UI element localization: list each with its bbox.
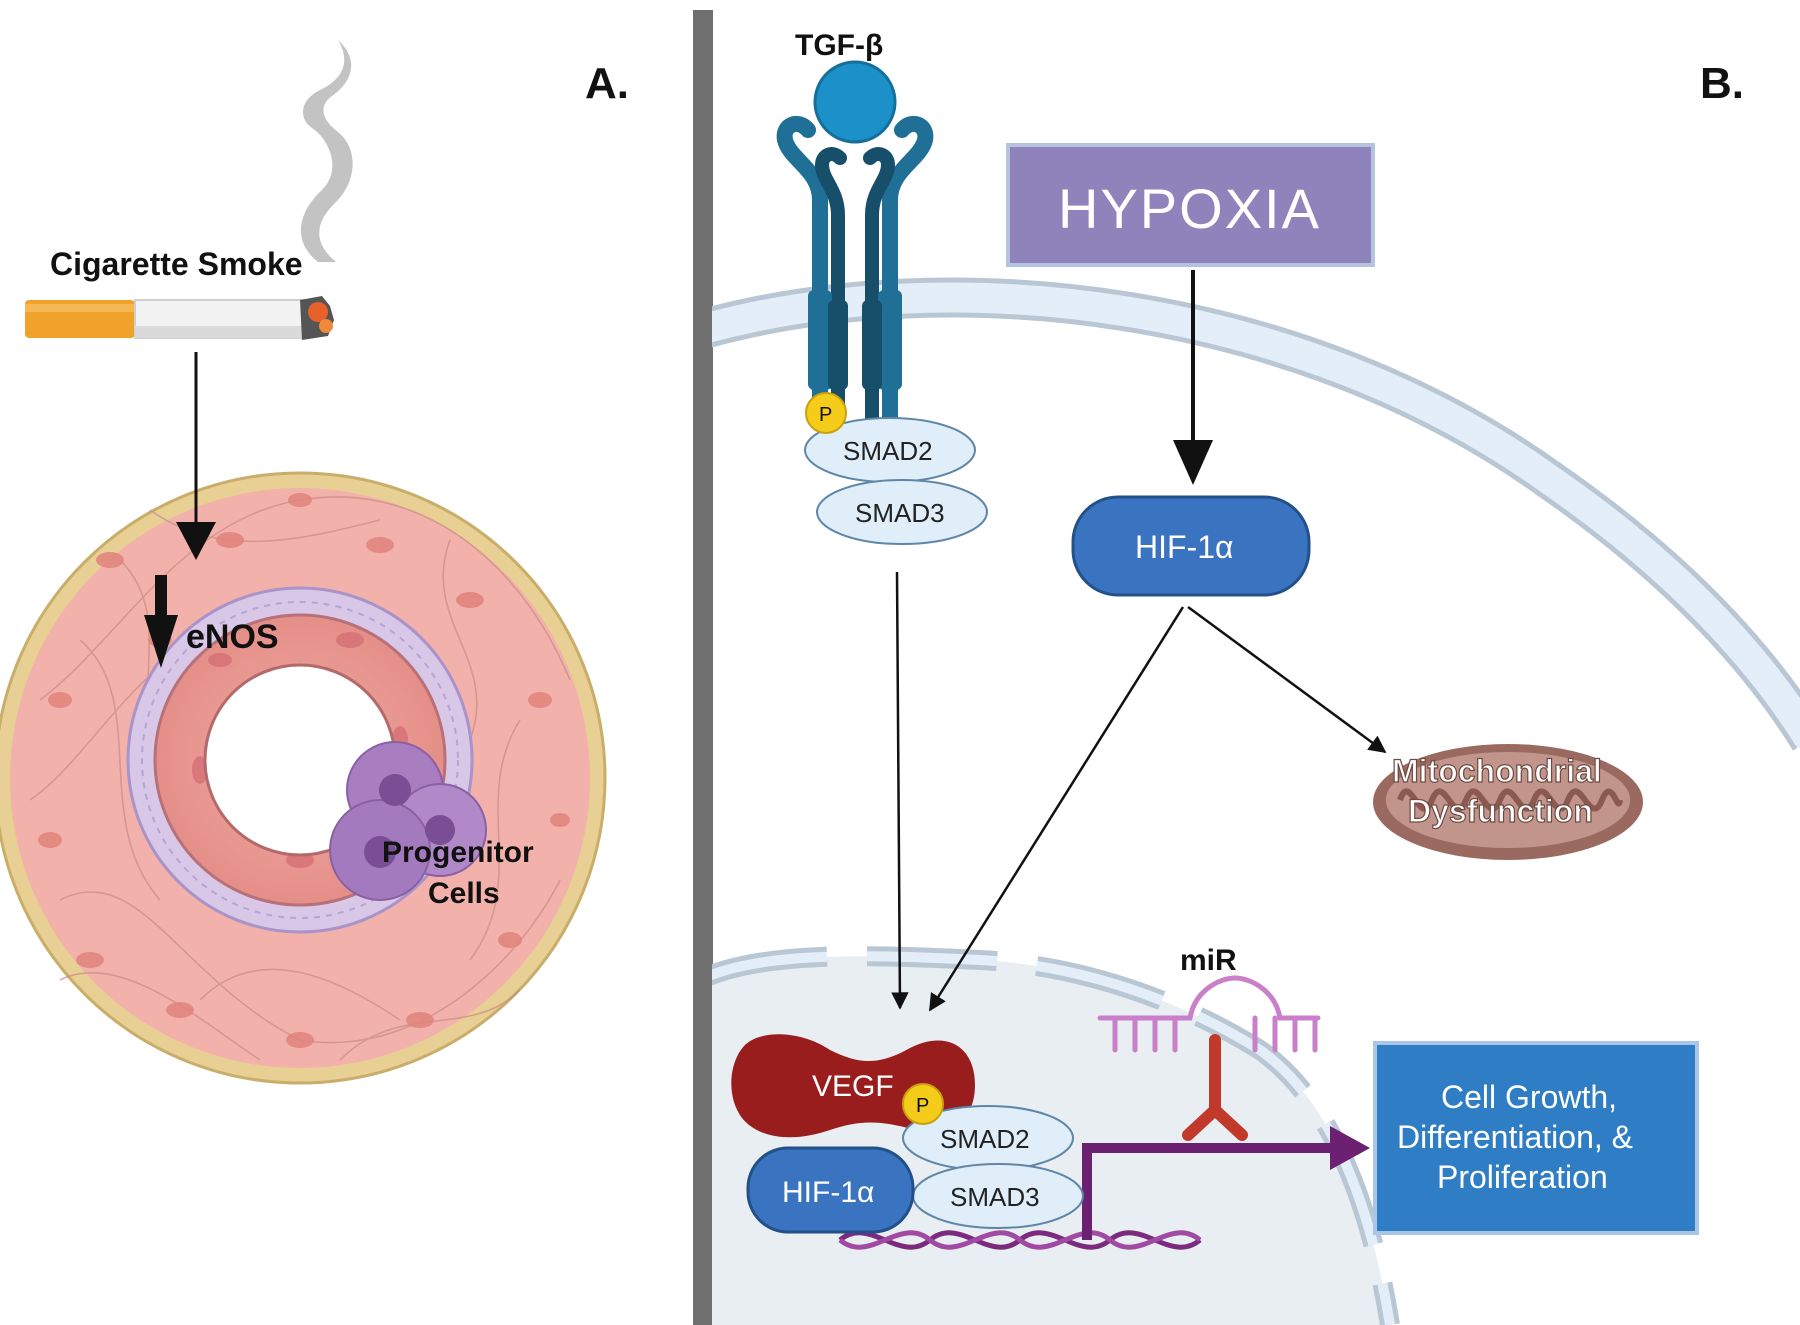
smoke-to-vessel-arrowhead bbox=[176, 522, 216, 560]
blood-vessel-icon bbox=[0, 471, 607, 1085]
progenitor-label-2: Cells bbox=[428, 877, 500, 910]
hif-to-mito-arrow bbox=[1187, 605, 1387, 754]
outcome-label-3: Proliferation bbox=[1437, 1159, 1608, 1195]
hif1a-cytoplasm bbox=[1071, 495, 1311, 597]
enos-down-arrow-head bbox=[144, 615, 178, 668]
outcome-box bbox=[1373, 1041, 1699, 1235]
hif1a-nuclear bbox=[746, 1146, 915, 1234]
panel-a-label: A. bbox=[585, 59, 629, 108]
inhibition-icon bbox=[1182, 1034, 1248, 1141]
smad2-membrane-label: SMAD2 bbox=[843, 436, 933, 466]
smad3-membrane bbox=[816, 479, 988, 545]
smad3-membrane-label: SMAD3 bbox=[855, 498, 945, 528]
phospho-badge-nuclear bbox=[902, 1083, 944, 1125]
vegf-label: VEGF bbox=[812, 1070, 894, 1103]
tgf-beta-receptor-icon bbox=[776, 60, 934, 428]
mirna-icon bbox=[1097, 975, 1321, 1053]
panel-b-label: B. bbox=[1700, 59, 1744, 108]
mito-label-1: Mitochondrial bbox=[1392, 753, 1602, 789]
tgf-beta-label: TGF-β bbox=[795, 29, 883, 62]
mir-label: miR bbox=[1180, 944, 1237, 977]
smad2-nuclear-label: SMAD2 bbox=[940, 1124, 1030, 1154]
promoter-arrowhead bbox=[1330, 1126, 1370, 1170]
phospho-label-membrane: P bbox=[819, 404, 832, 426]
progenitor-label-1: Progenitor bbox=[382, 836, 534, 869]
smoke-icon bbox=[300, 40, 353, 262]
cigarette-icon bbox=[25, 296, 334, 340]
enos-label: eNOS bbox=[186, 618, 279, 656]
enos-down-arrow-shaft bbox=[155, 575, 167, 620]
outcome-label-2: Differentiation, & bbox=[1397, 1119, 1633, 1155]
hypoxia-box bbox=[1006, 143, 1375, 267]
phospho-label-nuclear: P bbox=[916, 1095, 929, 1117]
dna-helix-icon bbox=[838, 1230, 1202, 1250]
hypoxia-label: HYPOXIA bbox=[1058, 177, 1321, 240]
hif1a-cytoplasm-label: HIF-1α bbox=[1135, 529, 1234, 565]
hif1a-nuclear-label: HIF-1α bbox=[782, 1176, 874, 1209]
smad-to-nucleus-arrow bbox=[891, 571, 909, 1010]
promoter-arrow bbox=[1082, 1143, 1340, 1240]
phospho-badge-membrane bbox=[805, 392, 847, 434]
mito-label-2: Dysfunction bbox=[1408, 793, 1593, 829]
hypoxia-to-hif-arrowhead bbox=[1173, 440, 1213, 485]
smad3-nuclear-label: SMAD3 bbox=[950, 1182, 1040, 1212]
panel-divider bbox=[693, 10, 713, 1325]
smoke-label: Cigarette Smoke bbox=[50, 246, 303, 282]
progenitor-cells-icon bbox=[329, 741, 487, 901]
hif-to-nucleus-arrow bbox=[928, 606, 1185, 1012]
outcome-label-1: Cell Growth, bbox=[1441, 1079, 1617, 1115]
tgf-beta-ligand bbox=[813, 60, 897, 144]
mitochondrion-icon bbox=[1373, 744, 1643, 860]
